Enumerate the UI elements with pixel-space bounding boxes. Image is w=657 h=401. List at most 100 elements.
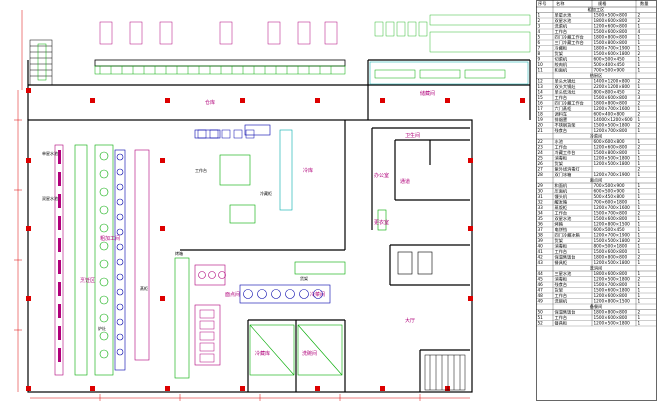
legend-cell: 1200×500×1800 [594, 156, 631, 161]
legend-cell: 1 [638, 282, 641, 287]
legend-cell: 货架 [555, 50, 563, 57]
legend-cell: 1 [638, 194, 641, 199]
legend-cell: 1500×600×800 [594, 216, 628, 221]
legend-cell: 8 [538, 51, 541, 56]
legend-cell: 21 [538, 128, 544, 133]
legend-cell: 1 [638, 293, 641, 298]
legend-cell: 1 [638, 189, 641, 194]
legend-cell: 四门冷藏工作台 [555, 34, 584, 41]
legend-cell: 1 [638, 156, 641, 161]
legend-cell: 1 [638, 288, 641, 293]
legend-cell: 1 [638, 40, 641, 45]
legend-cell: 1500×600×800 [594, 29, 628, 34]
legend-cell: 4 [638, 29, 641, 34]
legend-cell: 绞肉机 [555, 61, 568, 68]
legend-cell: 1 [638, 84, 641, 89]
legend-cell: 1800×800×800 [594, 101, 628, 106]
legend-cell: 1500×500×1800 [594, 123, 631, 128]
legend-cell: 1 [638, 205, 641, 210]
legend-cell: 货架 [555, 287, 563, 294]
legend-cell: 1 [638, 222, 641, 227]
legend-cell: 1200×600×800 [594, 145, 628, 150]
room-label-locker: 更衣室 [374, 219, 389, 226]
legend-cell: 49 [538, 299, 544, 304]
legend-cell: 35 [538, 216, 544, 221]
legend-cell: 36 [538, 222, 544, 227]
legend-cell: 40 [538, 244, 544, 249]
legend-cell: 600×600×800 [594, 139, 625, 144]
legend-cell: 工作台 [555, 210, 568, 217]
legend-cell: 1 [638, 260, 641, 265]
legend-section-title: 洗消间 [590, 265, 603, 272]
equipment-label-8: 货架 [300, 275, 308, 281]
legend-cell: 1500×800×800 [594, 150, 628, 155]
legend-cell: 29 [538, 183, 544, 188]
legend-cell: 27 [538, 167, 544, 172]
legend-cell: 2 [638, 167, 641, 172]
legend-cell: 3 [538, 24, 541, 29]
legend-cell: 1500×700×800 [594, 211, 628, 216]
legend-cell: 1 [638, 57, 641, 62]
legend-cell: 1 [638, 299, 641, 304]
legend-header-spec: 规格 [598, 0, 607, 7]
legend-cell: 保温售饭台 [555, 254, 576, 261]
equipment-label-7: 烤箱 [175, 250, 183, 256]
legend-cell: 3 [638, 95, 641, 100]
legend-cell: 7 [538, 46, 541, 51]
legend-cell: 26 [538, 161, 544, 166]
legend-cell: 1 [638, 161, 641, 166]
center-island [194, 124, 293, 224]
legend-cell: 1200×600×800 [594, 24, 628, 29]
legend-header: 序号 名称 规格 数量 [538, 0, 648, 7]
legend-cell: 2 [638, 79, 641, 84]
legend-cell: 52 [538, 321, 544, 326]
room-labels: 仓库 储藏间 冷库 卫生间 通道 办公室 更衣室 粗加工间 冷藏库 洗碗间 面点… [80, 90, 435, 357]
legend-cell: 2 [638, 310, 641, 315]
legend-cell: 和面机 [555, 67, 568, 74]
legend-cell: 13 [538, 84, 544, 89]
legend-cell: 1500×700×800 [594, 282, 628, 287]
legend-cell: 四门冷藏工作台 [555, 100, 584, 107]
legend-cell: 18 [538, 112, 544, 117]
legend-cell: 四门冷藏冰箱 [555, 232, 580, 239]
legend-cell: 1800×800×800 [594, 35, 628, 40]
legend-cell: 9 [538, 57, 541, 62]
legend-cell: 42 [538, 255, 544, 260]
legend-cell: 1 [638, 117, 641, 122]
room-label-cold-room: 冷藏库 [255, 350, 270, 357]
legend-cell: 单头大锅灶 [555, 78, 576, 85]
legend-cell: 2200×1200×800 [594, 84, 631, 89]
legend-cell: 1200×500×1800 [594, 161, 631, 166]
legend-cell: 水池 [555, 138, 564, 144]
legend-cell: 冷藏工作台 [555, 149, 576, 156]
legend-cell: 消毒柜 [555, 276, 568, 283]
legend-cell: 2 [638, 90, 641, 95]
legend-cell: 1800×700×1900 [594, 46, 631, 51]
legend-cell: 17 [538, 106, 544, 111]
lower-equipment [174, 209, 433, 379]
legend-cell: 23 [538, 145, 544, 150]
legend-cell: 三星水池 [555, 270, 573, 276]
legend-cell: 工作台 [555, 94, 568, 101]
